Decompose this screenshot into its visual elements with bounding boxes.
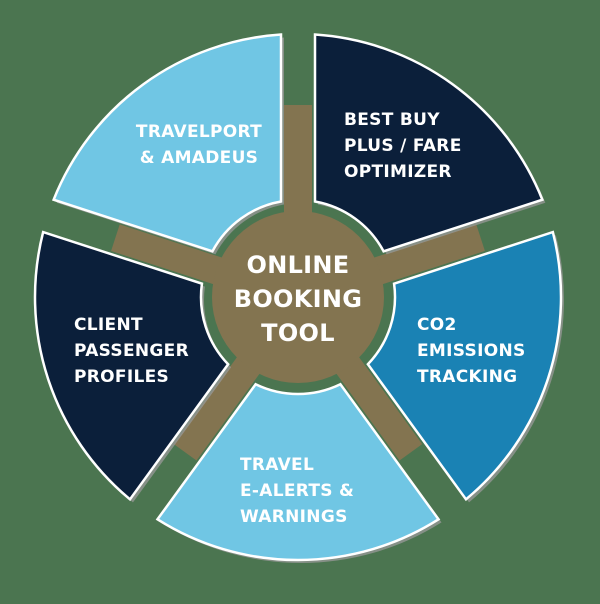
segment-shape: [51, 33, 283, 253]
hub-title-line-3: TOOL: [261, 319, 335, 347]
segment-label-line: WARNINGS: [240, 507, 348, 527]
segment-label-line: TRAVEL: [240, 455, 314, 475]
segment-label-line: PROFILES: [74, 367, 169, 387]
segments: TRAVELPORT & AMADEUS BEST BUY PLUS / FAR…: [33, 33, 564, 563]
hub-title-line-2: BOOKING: [234, 285, 363, 313]
segment-co2-emissions-tracking: CO2 EMISSIONS TRACKING: [366, 230, 564, 503]
segment-label-line: PLUS / FARE: [344, 136, 462, 156]
segment-label-line: CLIENT: [74, 315, 143, 335]
segment-best-buy-plus-fare-optimizer: BEST BUY PLUS / FARE OPTIMIZER: [313, 33, 546, 255]
segment-label-line: CO2: [417, 315, 457, 335]
segment-shape: [366, 230, 563, 502]
segment-label-line: & AMADEUS: [140, 148, 258, 168]
segment-shape: [155, 382, 441, 562]
segment-label-line: PASSENGER: [74, 341, 189, 361]
segment-client-passenger-profiles: CLIENT PASSENGER PROFILES: [33, 230, 232, 503]
segment-travelport-amadeus: TRAVELPORT & AMADEUS: [51, 33, 284, 255]
hub-circle: [212, 211, 384, 383]
hub: ONLINE BOOKING TOOL: [212, 211, 384, 383]
segment-travel-e-alerts-warnings: TRAVEL E-ALERTS & WARNINGS: [155, 382, 442, 563]
segment-label-line: TRAVELPORT: [136, 122, 262, 142]
segment-shape: [33, 230, 230, 502]
segment-label-line: EMISSIONS: [417, 341, 526, 361]
segment-label-line: BEST BUY: [344, 110, 440, 130]
segment-shape: [313, 33, 545, 253]
segment-label-line: E-ALERTS &: [240, 481, 354, 501]
hub-title-line-1: ONLINE: [247, 251, 350, 279]
segment-label-line: OPTIMIZER: [344, 162, 452, 182]
segment-label-line: TRACKING: [417, 367, 517, 387]
